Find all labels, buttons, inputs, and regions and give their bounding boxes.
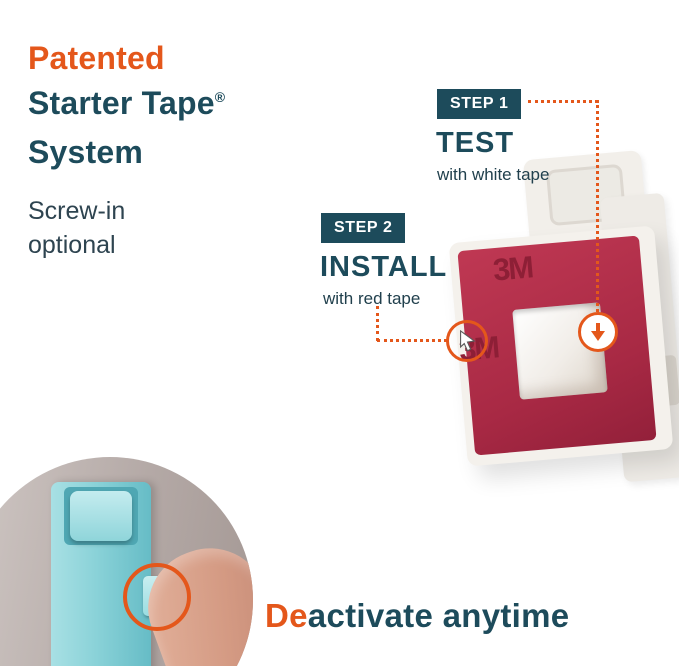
- step2-connector-horizontal: [377, 339, 447, 342]
- step2-press-marker: [446, 320, 488, 362]
- step2-connector-vertical: [376, 306, 379, 341]
- caption-highlight: De: [265, 597, 308, 634]
- title-product-text: Starter Tape: [28, 85, 215, 121]
- step1-action-label: TEST: [436, 127, 515, 159]
- title-patented: Patented: [28, 40, 165, 76]
- step1-connector-vertical: [596, 100, 599, 312]
- subtitle-line2: optional: [28, 231, 116, 259]
- subtitle-screw-in: Screw-in optional: [28, 194, 125, 262]
- step1-detail-label: with white tape: [437, 165, 550, 184]
- brand-logo: 3M: [491, 249, 534, 288]
- step1-target-marker: [578, 312, 618, 352]
- step2-detail-label: with red tape: [323, 289, 421, 308]
- step1-badge: STEP 1: [437, 89, 522, 119]
- step1-connector-horizontal: [528, 100, 598, 103]
- device-latch-button: [70, 491, 132, 541]
- deactivate-anytime-caption: Deactivate anytime: [265, 597, 569, 635]
- caption-rest: activate anytime: [307, 597, 570, 634]
- title-system: System: [28, 134, 144, 170]
- step2-action-label: INSTALL: [320, 251, 448, 283]
- cursor-icon: [460, 329, 476, 352]
- step2-badge: STEP 2: [321, 213, 406, 243]
- subtitle-line1: Screw-in: [28, 197, 126, 225]
- button-highlight-circle: [123, 563, 191, 631]
- registered-mark: ®: [214, 89, 226, 105]
- down-arrow-icon: [591, 323, 605, 341]
- deactivation-photo: [0, 457, 253, 666]
- title-product-name: Starter Tape®: [28, 85, 225, 122]
